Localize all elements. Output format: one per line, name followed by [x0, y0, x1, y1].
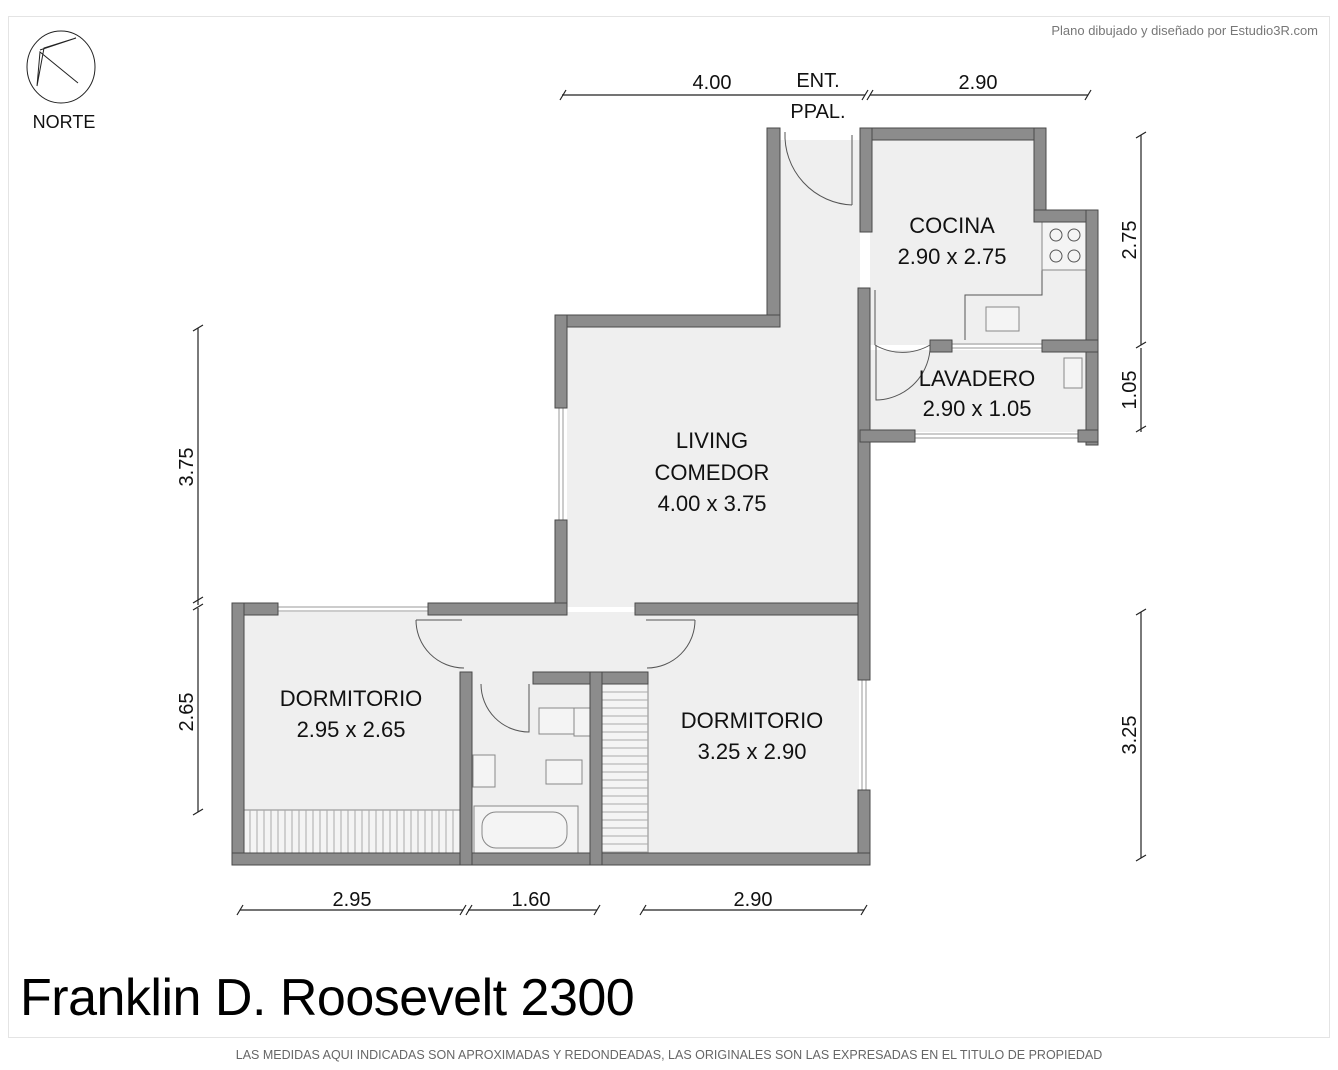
room-lavadero-size: 2.90 x 1.05 — [923, 396, 1032, 421]
entrance-label-1: ENT. — [796, 70, 839, 92]
dim-right-bottom: 3.25 — [1119, 716, 1141, 755]
entrance-label-2: PPAL. — [790, 101, 845, 123]
closet-left — [243, 809, 461, 854]
dim-left-top: 3.75 — [176, 448, 198, 487]
room-living-size: 4.00 x 3.75 — [658, 491, 767, 516]
room-dorm1-size: 2.95 x 2.65 — [297, 717, 406, 742]
dim-bottom-left: 2.95 — [333, 889, 372, 911]
walls — [231, 127, 1099, 866]
dim-bottom-mid: 1.60 — [512, 889, 551, 911]
dim-left-bottom: 2.65 — [176, 693, 198, 732]
laundry-sink — [1063, 357, 1083, 389]
kitchen-counter — [964, 221, 1087, 340]
room-dorm1-name: DORMITORIO — [280, 686, 423, 711]
room-cocina-name: COCINA — [909, 213, 995, 238]
credit-text: Plano dibujado y diseñado por Estudio3R.… — [1051, 23, 1318, 38]
windows — [278, 343, 1078, 790]
room-lavadero-name: LAVADERO — [919, 366, 1036, 391]
dim-top-left: 4.00 — [693, 72, 732, 94]
doors — [415, 131, 931, 733]
room-dorm2-size: 3.25 x 2.90 — [698, 739, 807, 764]
plan-frame — [8, 16, 1330, 1038]
north-label: NORTE — [33, 112, 96, 132]
property-address: Franklin D. Roosevelt 2300 — [20, 969, 635, 1027]
dim-bottom-right: 2.90 — [734, 889, 773, 911]
dim-top-right: 2.90 — [959, 72, 998, 94]
bathroom-fixtures — [472, 707, 591, 855]
dimension-lines — [192, 89, 1147, 916]
room-dorm2-name: DORMITORIO — [681, 708, 824, 733]
room-living-name2: COMEDOR — [655, 460, 770, 485]
room-living-name1: LIVING — [676, 428, 748, 453]
room-cocina-size: 2.90 x 2.75 — [898, 244, 1007, 269]
dim-right-mid: 1.05 — [1119, 371, 1141, 410]
north-compass-icon — [26, 30, 96, 104]
dim-right-top: 2.75 — [1119, 221, 1141, 260]
closet-right — [601, 683, 649, 854]
disclaimer-text: LAS MEDIDAS AQUI INDICADAS SON APROXIMAD… — [235, 1048, 1103, 1062]
